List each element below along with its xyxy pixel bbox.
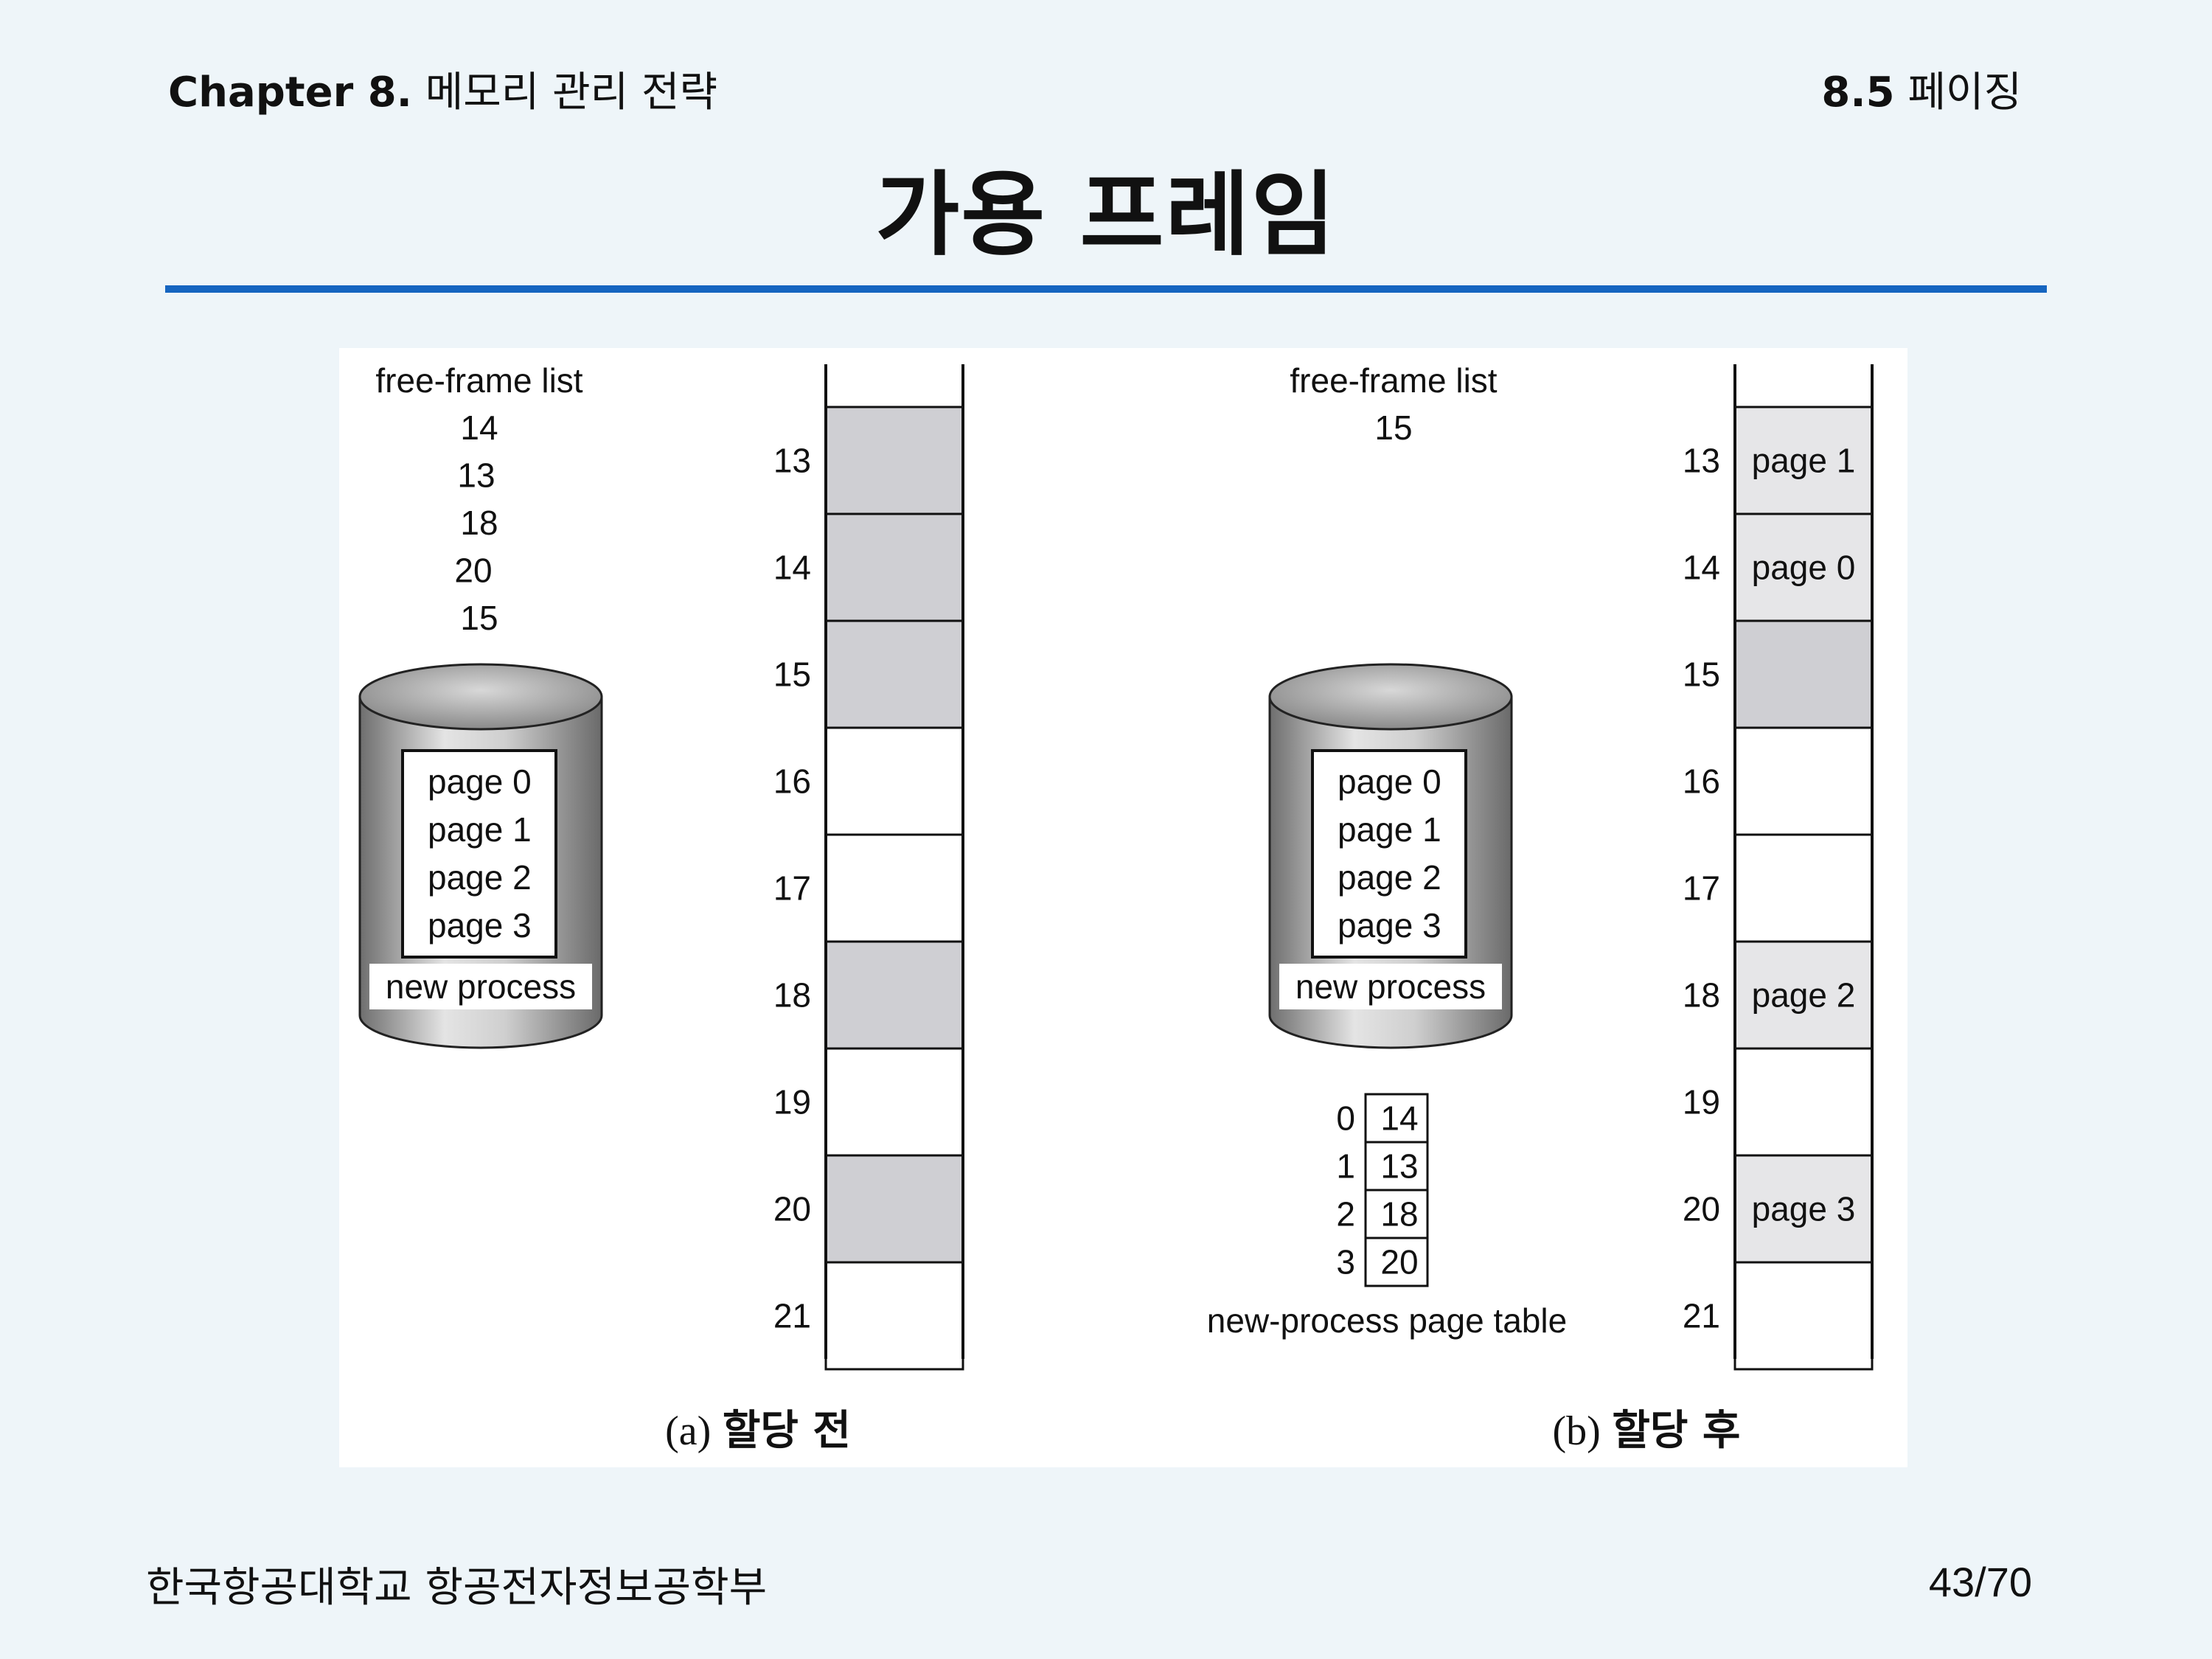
a-frame-number: 19 xyxy=(773,1083,811,1121)
a-free-frame-number: 13 xyxy=(457,456,495,495)
title-underline xyxy=(165,285,2047,293)
b-frame-15 xyxy=(1733,619,1874,729)
section-header: 8.5 페이징 xyxy=(1821,59,2022,119)
b-page-table-index: 2 xyxy=(1336,1195,1355,1234)
a-free-frame-number: 18 xyxy=(460,504,498,542)
footer-page-number: 43/70 xyxy=(1928,1559,2032,1605)
b-process-page: page 3 xyxy=(1338,906,1441,945)
b-frame-number: 13 xyxy=(1683,442,1720,480)
b-frame-17 xyxy=(1733,833,1874,943)
b-disk-top xyxy=(1268,663,1513,731)
b-frame-16 xyxy=(1733,726,1874,836)
a-caption-text: 할당 전 xyxy=(723,1407,851,1455)
b-frame-label: page 2 xyxy=(1752,976,1856,1015)
b-page-table-frame: 14 xyxy=(1380,1099,1418,1138)
a-frame-number: 20 xyxy=(773,1190,811,1228)
a-process-pages-box xyxy=(401,749,557,959)
a-process-page: page 0 xyxy=(428,762,532,801)
a-frame-13 xyxy=(824,406,964,515)
b-process-page: page 0 xyxy=(1338,762,1441,801)
b-frame-label: page 1 xyxy=(1752,442,1856,480)
b-free-frame-list-label: free-frame list xyxy=(1290,361,1497,400)
b-page-table-label: new-process page table xyxy=(1207,1301,1567,1340)
a-free-frame-number: 14 xyxy=(460,408,498,447)
a-process-label-bg xyxy=(369,964,592,1009)
b-process-label-bg xyxy=(1279,964,1502,1009)
a-frame-15 xyxy=(824,619,964,729)
a-process-page: page 2 xyxy=(428,858,532,897)
b-frame-number: 17 xyxy=(1683,869,1720,908)
chapter-header: Chapter 8. 메모리 관리 전략 xyxy=(168,59,717,119)
chapter-label: Chapter 8. xyxy=(168,69,412,116)
a-disk-top xyxy=(358,663,603,731)
b-frame-20 xyxy=(1733,1154,1874,1264)
b-page-table-cell xyxy=(1364,1093,1429,1144)
a-free-frame-number: 20 xyxy=(454,552,492,590)
b-frame-19 xyxy=(1733,1047,1874,1157)
section-title: 페이징 xyxy=(1907,69,2022,116)
a-caption-letter: (a) xyxy=(665,1408,711,1454)
a-frame-16 xyxy=(824,726,964,836)
b-process-pages-box xyxy=(1311,749,1467,959)
b-page-table-index: 0 xyxy=(1336,1099,1355,1138)
b-frame-number: 14 xyxy=(1683,549,1720,587)
a-frame-number: 21 xyxy=(773,1297,811,1335)
a-frame-number: 16 xyxy=(773,762,811,801)
b-frame-number: 19 xyxy=(1683,1083,1720,1121)
b-caption: (b) 할당 후 xyxy=(1553,1407,1741,1455)
footer-school: 한국항공대학교 항공전자정보공학부 xyxy=(146,1564,768,1612)
b-page-table-index: 1 xyxy=(1336,1147,1355,1186)
section-number: 8.5 xyxy=(1821,69,1895,116)
b-page-table-frame: 18 xyxy=(1380,1195,1418,1234)
a-process-page: page 3 xyxy=(428,906,532,945)
a-frame-number: 18 xyxy=(773,976,811,1015)
a-free-frame-list-label: free-frame list xyxy=(375,361,582,400)
a-frame-19 xyxy=(824,1047,964,1157)
b-page-table-cell xyxy=(1364,1189,1429,1239)
b-frame-18 xyxy=(1733,940,1874,1050)
a-frame-14 xyxy=(824,512,964,622)
b-frame-number: 16 xyxy=(1683,762,1720,801)
b-free-frame-number: 15 xyxy=(1374,408,1412,447)
a-frame-number: 15 xyxy=(773,655,811,694)
b-caption-text: 할당 후 xyxy=(1612,1407,1740,1455)
b-page-table-index: 3 xyxy=(1336,1243,1355,1281)
chapter-title: 메모리 관리 전략 xyxy=(425,69,718,116)
a-frame-number: 17 xyxy=(773,869,811,908)
slide-title: 가용 프레임 xyxy=(875,162,1337,268)
b-process-label: new process xyxy=(1295,967,1486,1006)
b-page-table-cell xyxy=(1364,1141,1429,1192)
b-frame-label: page 0 xyxy=(1752,549,1856,587)
a-caption: (a) 할당 전 xyxy=(665,1407,851,1455)
a-process-label: new process xyxy=(386,967,576,1006)
b-frame-21 xyxy=(1733,1261,1874,1371)
b-caption-letter: (b) xyxy=(1553,1408,1601,1454)
a-frame-18 xyxy=(824,940,964,1050)
b-process-page: page 1 xyxy=(1338,810,1441,849)
b-process-page: page 2 xyxy=(1338,858,1441,897)
b-frame-number: 20 xyxy=(1683,1190,1720,1228)
a-free-frame-number: 15 xyxy=(460,599,498,637)
b-page-table-frame: 20 xyxy=(1380,1243,1418,1281)
b-frame-number: 15 xyxy=(1683,655,1720,694)
a-frame-number: 14 xyxy=(773,549,811,587)
b-frame-number: 18 xyxy=(1683,976,1720,1015)
a-frame-number: 13 xyxy=(773,442,811,480)
b-frame-number: 21 xyxy=(1683,1297,1720,1335)
b-page-table-cell xyxy=(1364,1237,1429,1287)
b-frame-label: page 3 xyxy=(1752,1190,1856,1228)
a-process-page: page 1 xyxy=(428,810,532,849)
a-frame-21 xyxy=(824,1261,964,1371)
a-frame-20 xyxy=(824,1154,964,1264)
a-frame-17 xyxy=(824,833,964,943)
b-page-table-frame: 13 xyxy=(1380,1147,1418,1186)
